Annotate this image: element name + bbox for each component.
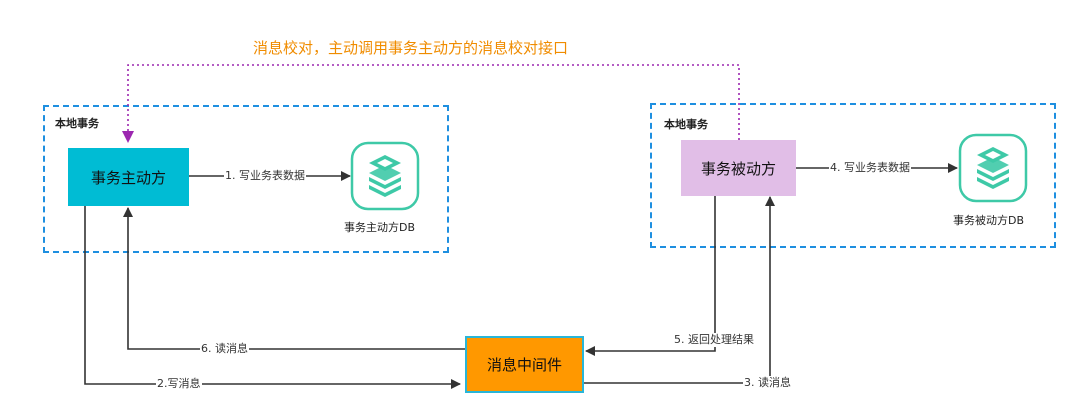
edge-1-label: 1. 写业务表数据 bbox=[224, 169, 306, 183]
edge-2-label: 2.写消息 bbox=[156, 377, 202, 391]
verification-callback-line bbox=[122, 64, 740, 143]
transaction-participant-node: 事务被动方 bbox=[681, 140, 796, 196]
local-transaction-group-left bbox=[43, 105, 449, 253]
edge-5-label: 5. 返回处理结果 bbox=[673, 333, 755, 347]
edge-3-line bbox=[584, 196, 775, 384]
edge-4-label: 4. 写业务表数据 bbox=[829, 161, 911, 175]
initiator-db-label: 事务主动方DB bbox=[344, 221, 416, 234]
edge-5-line bbox=[585, 196, 716, 356]
transaction-initiator-node: 事务主动方 bbox=[68, 148, 189, 206]
edge-3-label: 3. 读消息 bbox=[743, 376, 792, 390]
verification-annotation: 消息校对，主动调用事务主动方的消息校对接口 bbox=[253, 39, 569, 57]
database-icon bbox=[958, 133, 1028, 203]
participant-db-label: 事务被动方DB bbox=[953, 214, 1025, 227]
edge-6-label: 6. 读消息 bbox=[200, 342, 249, 356]
local-transaction-title-left: 本地事务 bbox=[55, 117, 99, 130]
local-transaction-group-right bbox=[650, 103, 1056, 248]
database-icon bbox=[350, 141, 420, 211]
message-middleware-node: 消息中间件 bbox=[465, 336, 584, 393]
edge-2-line bbox=[84, 206, 461, 389]
edge-6-line bbox=[123, 207, 465, 350]
local-transaction-title-right: 本地事务 bbox=[664, 118, 708, 131]
